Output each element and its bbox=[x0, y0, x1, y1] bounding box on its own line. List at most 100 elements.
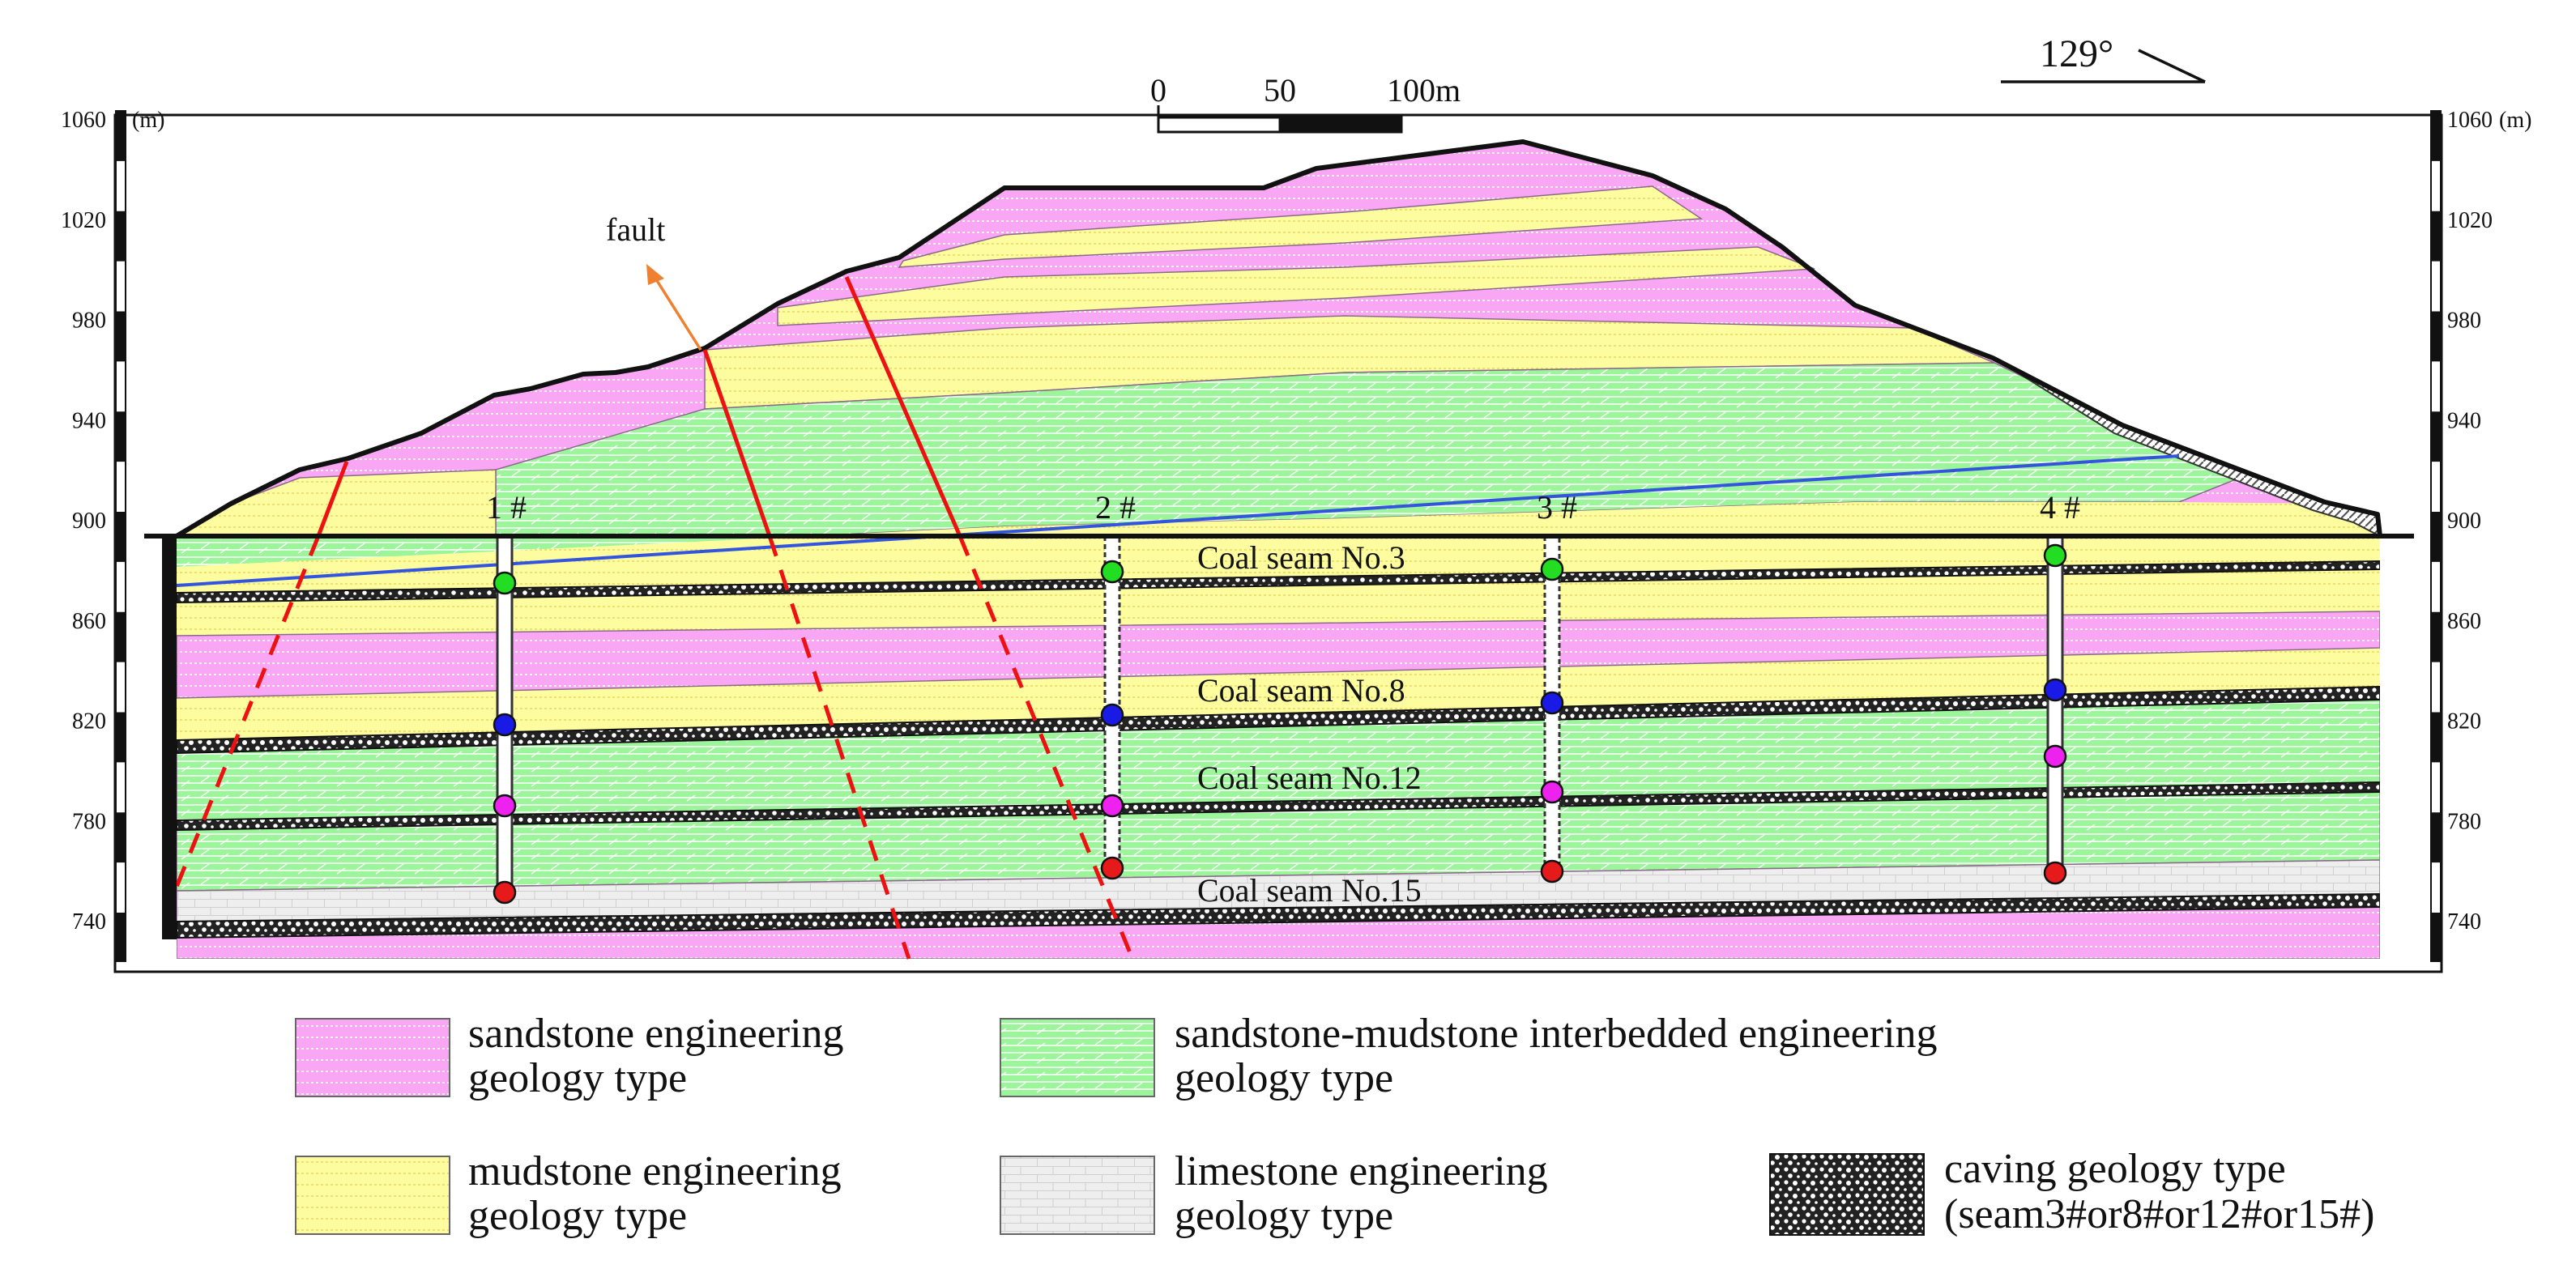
borehole-3-label: 3 # bbox=[1537, 489, 1577, 526]
legend-swatch-sandstone bbox=[295, 1018, 450, 1097]
elevation-tick-label: 820 bbox=[72, 709, 106, 734]
hill-mudstone-band-1 bbox=[898, 185, 1704, 268]
borehole-4-casing bbox=[2046, 534, 2064, 871]
hill-mudstone-base bbox=[174, 469, 497, 537]
caving-seam-15 bbox=[177, 892, 2380, 939]
borehole-2-seam-3-marker bbox=[1100, 560, 1124, 584]
borehole-2-seam-8-marker bbox=[1100, 703, 1124, 727]
fault-line-3-upper bbox=[844, 275, 962, 538]
legend-label-caving-2: (seam3#or8#or12#or15#) bbox=[1944, 1191, 2374, 1237]
fault-arrow bbox=[655, 279, 702, 351]
borehole-1-seam-12-marker bbox=[493, 794, 517, 818]
sandstone-layer-upper bbox=[177, 611, 2380, 699]
elevation-tick-label: 1020 bbox=[61, 208, 106, 233]
fault-line-3-lower bbox=[957, 535, 1135, 960]
elevation-tick-label: 780 bbox=[2447, 809, 2481, 834]
scale-bar-segment bbox=[2431, 611, 2441, 662]
orientation-direction-line bbox=[2138, 49, 2206, 83]
orientation-indicator: 129° bbox=[2001, 32, 2206, 83]
scale-bar-segment bbox=[116, 211, 126, 262]
ground-surface-line bbox=[175, 139, 2382, 539]
scale-bar-segment bbox=[116, 111, 126, 161]
scale-bar-segment bbox=[2431, 311, 2441, 362]
borehole-3-seam-12-marker bbox=[1540, 780, 1564, 804]
elevation-unit-label: (m) bbox=[132, 108, 164, 133]
borehole-4-seam-15-marker bbox=[2043, 861, 2067, 885]
elevation-tick-label: 1060 bbox=[2447, 108, 2493, 133]
elevation-tick-label: 820 bbox=[2447, 709, 2481, 734]
legend-label-interbedded-2: geology type bbox=[1175, 1055, 1393, 1101]
elevation-tick-label: 980 bbox=[72, 309, 106, 334]
legend-label-sandstone-2: geology type bbox=[468, 1055, 687, 1101]
legend-label-limestone-1: limestone engineering bbox=[1175, 1148, 1548, 1194]
caving-seam-3 bbox=[177, 560, 2380, 604]
borehole-3-seam-8-marker bbox=[1540, 691, 1564, 715]
scale-bar-segment bbox=[116, 812, 126, 863]
borehole-2-label: 2 # bbox=[1095, 489, 1136, 526]
caving-seam-12 bbox=[177, 781, 2380, 832]
fault-line-2-lower bbox=[767, 535, 911, 960]
borehole-2-seam-12-marker bbox=[1100, 794, 1124, 818]
elevation-tick-label: 940 bbox=[2447, 408, 2481, 433]
scale-bar-segment bbox=[116, 311, 126, 362]
borehole-1-label: 1 # bbox=[486, 489, 527, 526]
orientation-label: 129° bbox=[2040, 32, 2113, 75]
elevation-tick-label: 900 bbox=[2447, 509, 2481, 534]
borehole-1-seam-8-marker bbox=[493, 713, 517, 737]
scale-bar-segment bbox=[116, 411, 126, 462]
borehole-column bbox=[162, 536, 177, 939]
borehole-1-seam-15-marker bbox=[493, 880, 517, 905]
legend-label-mudstone-2: geology type bbox=[468, 1193, 687, 1239]
scale-bar-segment bbox=[2431, 913, 2441, 961]
scale-bar-label-50: 50 bbox=[1264, 72, 1296, 109]
scale-bar-segment bbox=[116, 712, 126, 763]
scale-bar: 0 50 100m bbox=[1150, 72, 1461, 134]
fault-line-2-upper bbox=[702, 349, 772, 537]
elevation-tick-label: 780 bbox=[72, 809, 106, 834]
elevation-tick-label: 860 bbox=[72, 609, 106, 634]
elevation-tick-label: 1060 bbox=[61, 108, 106, 133]
lower-strata bbox=[177, 536, 2380, 959]
borehole-2-casing bbox=[1103, 534, 1121, 870]
scale-bar-segment bbox=[116, 512, 126, 562]
fault-arrowhead bbox=[646, 264, 664, 285]
legend-swatch-caving bbox=[1769, 1153, 1925, 1236]
caving-seam-8 bbox=[177, 685, 2380, 755]
fault-line-1-lower bbox=[173, 535, 321, 892]
legend-label-caving-1: caving geology type bbox=[1944, 1146, 2286, 1192]
borehole-4-seam-12-marker bbox=[2043, 744, 2067, 768]
borehole-4-label: 4 # bbox=[2040, 489, 2080, 526]
scale-bar-segment bbox=[116, 913, 126, 961]
elevation-tick-label: 940 bbox=[72, 408, 106, 433]
elevation-tick-label: 860 bbox=[2447, 609, 2481, 634]
scale-bar-segment bbox=[2431, 111, 2441, 161]
elevation-tick-label: 1020 bbox=[2447, 208, 2493, 233]
scale-bar-segment bbox=[2431, 512, 2441, 562]
green-interbedded-top bbox=[177, 536, 810, 567]
limestone-layer bbox=[177, 859, 2380, 922]
seam-label-8: Coal seam No.8 bbox=[1197, 672, 1405, 709]
legend-swatch-interbedded bbox=[1000, 1018, 1155, 1097]
legend-label-mudstone-1: mudstone engineering bbox=[468, 1148, 842, 1194]
elevation-unit-label: (m) bbox=[2499, 108, 2531, 133]
elevation-tick-label: 980 bbox=[2447, 309, 2481, 334]
fault-line-1-upper bbox=[316, 461, 349, 537]
scale-bar-segment bbox=[2431, 812, 2441, 863]
scale-bar-white-segment bbox=[1157, 116, 1282, 134]
legend-label-sandstone-1: sandstone engineering bbox=[468, 1011, 844, 1057]
seam-label-15: Coal seam No.15 bbox=[1197, 872, 1422, 909]
hill-mudstone-band-2 bbox=[777, 246, 1815, 326]
hill-strata bbox=[174, 139, 2382, 539]
borehole-4-seam-3-marker bbox=[2043, 543, 2067, 568]
borehole-4-seam-8-marker bbox=[2043, 678, 2067, 702]
boreholes: 1 # 2 # 3 # 4 # bbox=[486, 489, 2080, 905]
elevation-tick-label: 900 bbox=[72, 509, 106, 534]
borehole-1-seam-3-marker bbox=[493, 571, 517, 595]
borehole-3-seam-3-marker bbox=[1540, 557, 1564, 581]
scale-bar-segment bbox=[2431, 211, 2441, 262]
scale-bar-segment bbox=[2431, 411, 2441, 462]
hill-mudstone-right bbox=[810, 502, 2380, 536]
